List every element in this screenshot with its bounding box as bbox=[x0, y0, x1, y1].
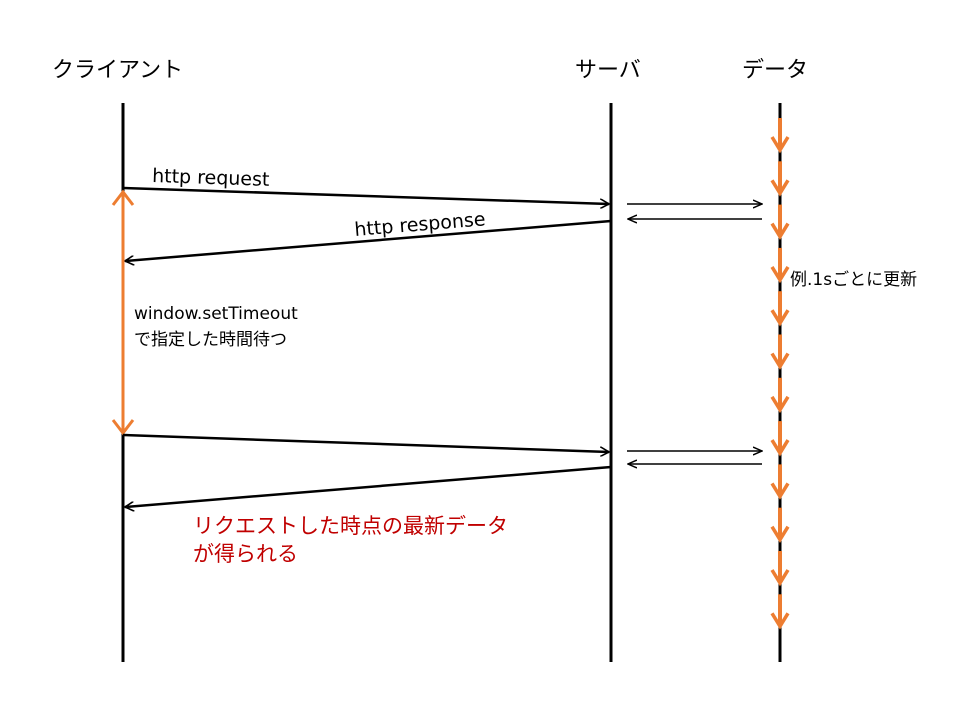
data-update-arrow-icon bbox=[770, 421, 790, 457]
data-update-arrow-icon bbox=[770, 118, 790, 154]
request-label: http request bbox=[152, 165, 270, 191]
server-label: サーバ bbox=[575, 58, 641, 83]
response-arrow-1 bbox=[125, 219, 612, 261]
data-update-arrow-icon bbox=[770, 507, 790, 544]
data-update-arrows bbox=[770, 118, 790, 630]
update-note: 例.1sごとに更新 bbox=[790, 270, 917, 290]
wait-note-line2: で指定した時間待つ bbox=[134, 330, 287, 350]
wait-arrow-down-icon bbox=[111, 419, 135, 436]
data-update-arrow-icon bbox=[770, 551, 790, 587]
request-arrow-1 bbox=[122, 186, 609, 204]
response-arrow-2 bbox=[125, 465, 612, 507]
result-note-line2: が得られる bbox=[193, 542, 298, 566]
data-update-arrow-icon bbox=[770, 291, 790, 327]
data-label: データ bbox=[742, 58, 808, 83]
request-arrow-2 bbox=[122, 433, 609, 452]
data-update-arrow-icon bbox=[770, 377, 790, 414]
wait-arrow-up-icon bbox=[111, 189, 135, 206]
data-update-arrow-icon bbox=[770, 247, 790, 284]
data-update-arrow-icon bbox=[770, 161, 790, 197]
wait-note-line1: window.setTimeout bbox=[134, 304, 298, 324]
data-update-arrow-icon bbox=[770, 204, 790, 240]
data-update-arrow-icon bbox=[770, 594, 790, 630]
data-update-arrow-icon bbox=[770, 334, 790, 370]
client-label: クライアント bbox=[52, 58, 183, 83]
result-note-line1: リクエストした時点の最新データ bbox=[193, 514, 508, 538]
data-update-arrow-icon bbox=[770, 464, 790, 500]
